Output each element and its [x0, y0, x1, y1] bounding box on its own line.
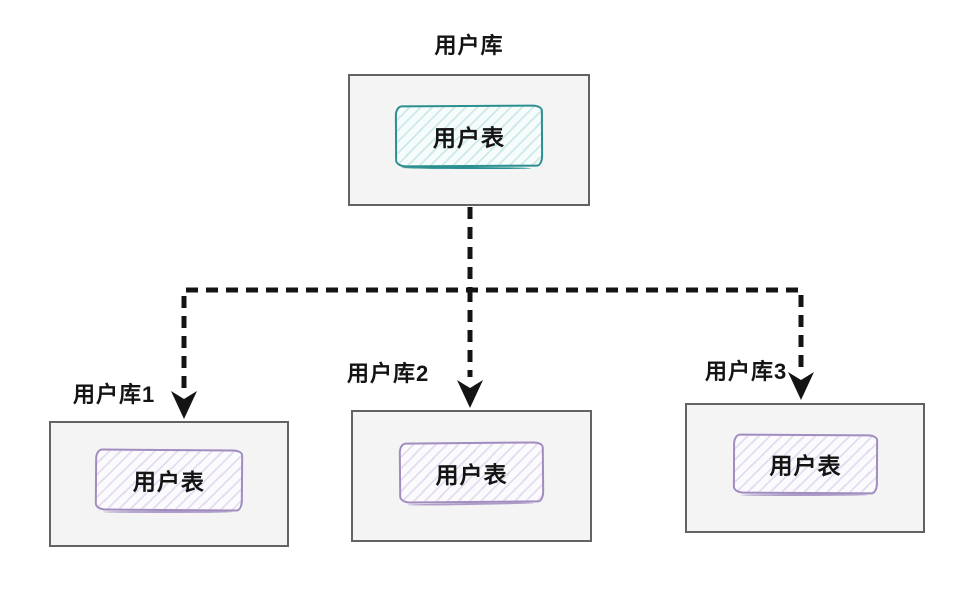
label-user-db-shard2: 用户库2: [347, 361, 430, 386]
label-user-db-shard1: 用户库1: [73, 382, 156, 407]
table-box-shard1: 用户表: [94, 448, 244, 512]
arrowhead-shard1: [171, 391, 197, 419]
label-user-db-master: 用户库: [434, 33, 504, 58]
table-label-master: 用户表: [432, 124, 506, 152]
table-box-master: 用户表: [394, 104, 544, 168]
table-box-shard2: 用户表: [398, 440, 545, 504]
table-box-shard3: 用户表: [732, 433, 878, 495]
db-box-shard2: 用户表: [351, 410, 592, 542]
table-label-shard3: 用户表: [768, 452, 842, 480]
db-box-master: 用户表: [348, 74, 590, 206]
db-box-shard1: 用户表: [49, 421, 289, 547]
connector-elbow: [181, 287, 804, 388]
table-label-shard2: 用户表: [435, 460, 508, 488]
db-box-shard3: 用户表: [685, 403, 925, 533]
arrowhead-shard2: [457, 380, 483, 408]
table-label-shard1: 用户表: [132, 468, 206, 496]
label-user-db-shard3: 用户库3: [705, 359, 788, 384]
arrowhead-shard3: [788, 372, 814, 400]
